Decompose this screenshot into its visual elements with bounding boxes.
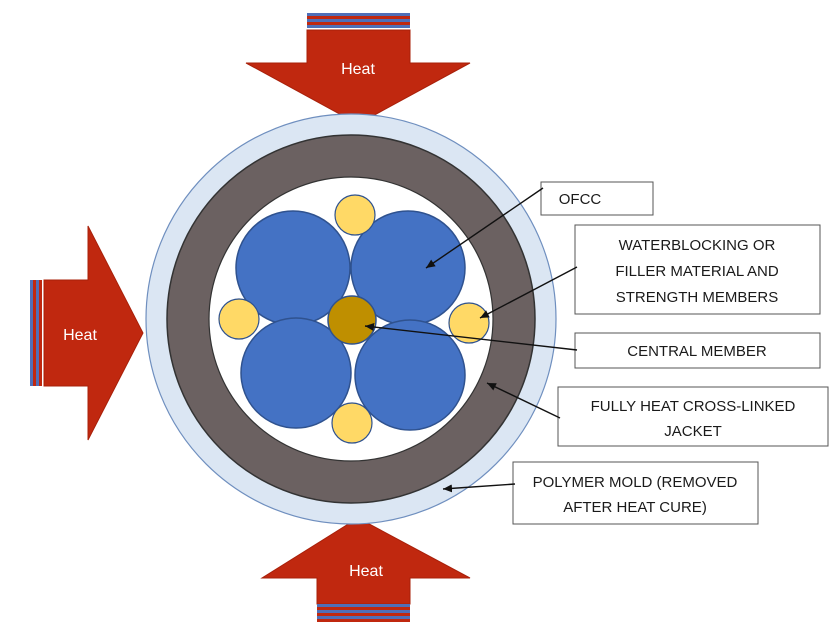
heat-label-left: Heat: [63, 327, 97, 344]
filler-strength-member: [331, 402, 373, 444]
label-ofcc: OFCC: [540, 181, 654, 216]
label-ofcc-text: OFCC: [559, 191, 602, 208]
filler-strength-member: [448, 302, 490, 344]
ofcc-tube: [354, 319, 466, 431]
label-central-member-text: CENTRAL MEMBER: [627, 343, 767, 360]
leader-polymer-mold: [442, 483, 516, 493]
central-member: [327, 295, 377, 345]
label-polymer-mold-line1: POLYMER MOLD (REMOVED: [533, 474, 738, 491]
label-polymer-mold: POLYMER MOLD (REMOVED AFTER HEAT CURE): [512, 461, 759, 525]
leader-waterblocking: [479, 266, 578, 319]
label-jacket-line2: JACKET: [664, 423, 722, 440]
label-waterblocking: WATERBLOCKING OR FILLER MATERIAL AND STR…: [574, 224, 821, 315]
leader-ofcc: [425, 187, 544, 269]
label-waterblocking-line2: FILLER MATERIAL AND: [615, 263, 779, 280]
label-jacket-line1: FULLY HEAT CROSS-LINKED: [591, 398, 796, 415]
cable-cross-section: [145, 113, 557, 525]
heat-label-bottom: Heat: [349, 563, 383, 580]
label-waterblocking-line3: STRENGTH MEMBERS: [616, 289, 779, 306]
heat-arrow-bottom: Heat: [260, 517, 471, 622]
heat-arrow-top: Heat: [245, 13, 471, 125]
filler-strength-member: [218, 298, 260, 340]
leader-central-member: [364, 323, 578, 351]
label-polymer-mold-line2: AFTER HEAT CURE): [563, 499, 707, 516]
ofcc-tube: [240, 317, 352, 429]
label-central-member: CENTRAL MEMBER: [574, 332, 821, 369]
filler-strength-member: [334, 194, 376, 236]
leader-jacket: [486, 382, 561, 419]
heat-label-top: Heat: [341, 61, 375, 78]
label-jacket: FULLY HEAT CROSS-LINKED JACKET: [557, 386, 829, 447]
label-waterblocking-line1: WATERBLOCKING OR: [619, 237, 776, 254]
heat-arrow-left: Heat: [30, 225, 144, 441]
